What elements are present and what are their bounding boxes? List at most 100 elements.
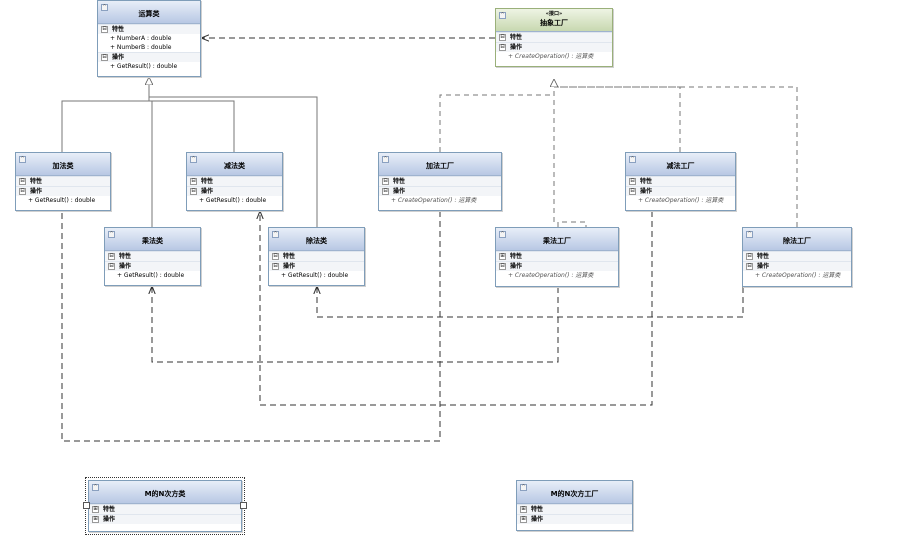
attributes-compartment[interactable]: ⊞ 特性 bbox=[89, 504, 241, 514]
expand-icon[interactable]: ⊟ bbox=[108, 253, 115, 260]
expand-icon[interactable]: ⊟ bbox=[746, 263, 753, 270]
collapsed-icon[interactable]: ⊞ bbox=[499, 253, 506, 260]
class-div[interactable]: ^除法类 ⊟特性 ⊟操作 + GetResult() : double bbox=[268, 227, 365, 286]
expand-icon[interactable]: ⊟ bbox=[499, 44, 506, 51]
collapse-icon[interactable]: ^ bbox=[520, 484, 527, 491]
expand-icon[interactable]: ⊟ bbox=[272, 253, 279, 260]
operations-compartment[interactable]: ⊟ 操作 bbox=[16, 186, 110, 196]
expand-icon[interactable]: ⊟ bbox=[19, 178, 26, 185]
operations-compartment[interactable]: ⊟ 操作 bbox=[496, 261, 618, 271]
attributes-compartment[interactable]: ⊟ 特性 bbox=[269, 251, 364, 261]
operation-item[interactable]: + CreateOperation() : 运算类 bbox=[391, 197, 477, 204]
attributes-compartment[interactable]: ⊞ 特性 bbox=[496, 251, 618, 261]
collapse-icon[interactable]: ^ bbox=[190, 156, 197, 163]
collapse-icon[interactable]: ^ bbox=[499, 231, 506, 238]
operations-label: 操作 bbox=[757, 263, 770, 270]
class-mul-factory[interactable]: ^乘法工厂 ⊞特性 ⊟操作 + CreateOperation() : 运算类 bbox=[495, 227, 619, 287]
class-power-factory[interactable]: ^M的N次方工厂 ⊞特性 ⊞操作 bbox=[516, 480, 633, 531]
edge-sub-inherits-base bbox=[149, 100, 235, 152]
attributes-compartment[interactable]: ⊟特性 bbox=[98, 24, 200, 34]
operations-compartment[interactable]: ⊞操作 bbox=[517, 514, 632, 524]
attributes-compartment[interactable]: ⊟特性 bbox=[496, 32, 612, 42]
class-power[interactable]: ^M的N次方类 ⊞ 特性 ⊞操作 bbox=[83, 477, 247, 535]
class-add[interactable]: ^加法类 ⊟特性 ⊟操作 + GetResult() : double bbox=[15, 152, 111, 211]
collapsed-icon[interactable]: ⊞ bbox=[92, 506, 99, 513]
attribute-item[interactable]: + NumberA : double bbox=[110, 35, 172, 42]
attributes-compartment[interactable]: ⊟特性 bbox=[187, 176, 282, 186]
class-name: 运算类 bbox=[138, 10, 160, 18]
generalization-edges bbox=[61, 77, 318, 227]
collapsed-icon[interactable]: ⊞ bbox=[520, 516, 527, 523]
collapsed-icon[interactable]: ⊞ bbox=[92, 516, 99, 523]
expand-icon[interactable]: ⊟ bbox=[108, 263, 115, 270]
class-sub-factory[interactable]: ^减法工厂 ⊟特性 ⊟操作 + CreateOperation() : 运算类 bbox=[625, 152, 736, 211]
operations-label: 操作 bbox=[30, 188, 43, 195]
attributes-label: 特性 bbox=[510, 253, 523, 260]
operation-item[interactable]: + CreateOperation() : 运算类 bbox=[508, 53, 594, 60]
attributes-label: 特性 bbox=[283, 253, 296, 260]
collapse-icon[interactable]: ^ bbox=[101, 4, 108, 11]
expand-icon[interactable]: ⊟ bbox=[499, 34, 506, 41]
expand-icon[interactable]: ⊟ bbox=[746, 253, 753, 260]
operations-compartment[interactable]: ⊟操作 bbox=[496, 42, 612, 52]
attributes-compartment[interactable]: ⊟特性 bbox=[379, 176, 501, 186]
collapse-icon[interactable]: ^ bbox=[499, 12, 506, 19]
expand-icon[interactable]: ⊟ bbox=[629, 178, 636, 185]
attribute-item[interactable]: + NumberB : double bbox=[110, 44, 172, 51]
class-div-factory[interactable]: ^ 除法工厂 ⊟特性 ⊟ 操作 + CreateOperation() : 运算类 bbox=[742, 227, 852, 287]
resize-handle-right[interactable] bbox=[240, 502, 247, 509]
class-base[interactable]: ^ 运算类 ⊟特性 + NumberA : double + NumberB : … bbox=[97, 0, 201, 77]
class-ifactory[interactable]: ^«接口»抽象工厂 ⊟特性 ⊟操作 + CreateOperation() : … bbox=[495, 8, 613, 67]
operations-compartment[interactable]: ⊟操作 bbox=[269, 261, 364, 271]
operation-item[interactable]: + GetResult() : double bbox=[281, 272, 349, 279]
expand-icon[interactable]: ⊟ bbox=[382, 188, 389, 195]
class-sub[interactable]: ^减法类 ⊟特性 ⊟操作 + GetResult() : double bbox=[186, 152, 283, 211]
attributes-compartment[interactable]: ⊟特性 bbox=[105, 251, 200, 261]
attributes-compartment[interactable]: ⊟ 特性 bbox=[16, 176, 110, 186]
operation-item[interactable]: + GetResult() : double bbox=[110, 63, 178, 70]
operation-item[interactable]: + GetResult() : double bbox=[28, 197, 96, 204]
operations-compartment[interactable]: ⊟ 操作 bbox=[743, 261, 851, 271]
class-header: ^加法工厂 bbox=[379, 153, 501, 176]
expand-icon[interactable]: ⊟ bbox=[190, 188, 197, 195]
operation-item[interactable]: + CreateOperation() : 运算类 bbox=[508, 272, 594, 279]
operations-label: 操作 bbox=[510, 263, 523, 270]
operation-item[interactable]: + CreateOperation() : 运算类 bbox=[755, 272, 841, 279]
expand-icon[interactable]: ⊟ bbox=[499, 263, 506, 270]
collapse-icon[interactable]: ^ bbox=[92, 484, 99, 491]
class-mul[interactable]: ^乘法类 ⊟特性 ⊟操作 + GetResult() : double bbox=[104, 227, 201, 286]
attributes-compartment[interactable]: ⊟特性 bbox=[743, 251, 851, 261]
operations-compartment[interactable]: ⊟操作 bbox=[105, 261, 200, 271]
resize-handle-left[interactable] bbox=[83, 502, 90, 509]
attributes-compartment[interactable]: ⊞特性 bbox=[517, 504, 632, 514]
operations-compartment[interactable]: ⊟操作 bbox=[626, 186, 735, 196]
collapsed-icon[interactable]: ⊞ bbox=[520, 506, 527, 513]
class-header: ^M的N次方类 bbox=[89, 481, 241, 504]
expand-icon[interactable]: ⊟ bbox=[629, 188, 636, 195]
expand-icon[interactable]: ⊟ bbox=[101, 54, 108, 61]
collapse-icon[interactable]: ^ bbox=[272, 231, 279, 238]
collapse-icon[interactable]: ^ bbox=[629, 156, 636, 163]
expand-icon[interactable]: ⊟ bbox=[190, 178, 197, 185]
expand-icon[interactable]: ⊟ bbox=[19, 188, 26, 195]
operations-compartment[interactable]: ⊟操作 bbox=[379, 186, 501, 196]
operation-item[interactable]: + CreateOperation() : 运算类 bbox=[638, 197, 724, 204]
operation-item[interactable]: + GetResult() : double bbox=[117, 272, 185, 279]
operations-compartment[interactable]: ⊟操作 bbox=[98, 52, 200, 62]
expand-icon[interactable]: ⊟ bbox=[382, 178, 389, 185]
collapse-icon[interactable]: ^ bbox=[382, 156, 389, 163]
operations-compartment[interactable]: ⊟操作 bbox=[187, 186, 282, 196]
class-name: 除法工厂 bbox=[783, 237, 811, 245]
operations-compartment[interactable]: ⊞操作 bbox=[89, 514, 241, 524]
attributes-compartment[interactable]: ⊟特性 bbox=[626, 176, 735, 186]
class-add-factory[interactable]: ^加法工厂 ⊟特性 ⊟操作 + CreateOperation() : 运算类 bbox=[378, 152, 502, 211]
collapse-icon[interactable]: ^ bbox=[19, 156, 26, 163]
expand-icon[interactable]: ⊟ bbox=[101, 26, 108, 33]
collapse-icon[interactable]: ^ bbox=[108, 231, 115, 238]
collapse-icon[interactable]: ^ bbox=[746, 231, 753, 238]
expand-icon[interactable]: ⊟ bbox=[272, 263, 279, 270]
class-name: 抽象工厂 bbox=[540, 19, 568, 27]
attributes-label: 特性 bbox=[103, 506, 116, 513]
operation-item[interactable]: + GetResult() : double bbox=[199, 197, 267, 204]
attributes-label: 特性 bbox=[30, 178, 43, 185]
